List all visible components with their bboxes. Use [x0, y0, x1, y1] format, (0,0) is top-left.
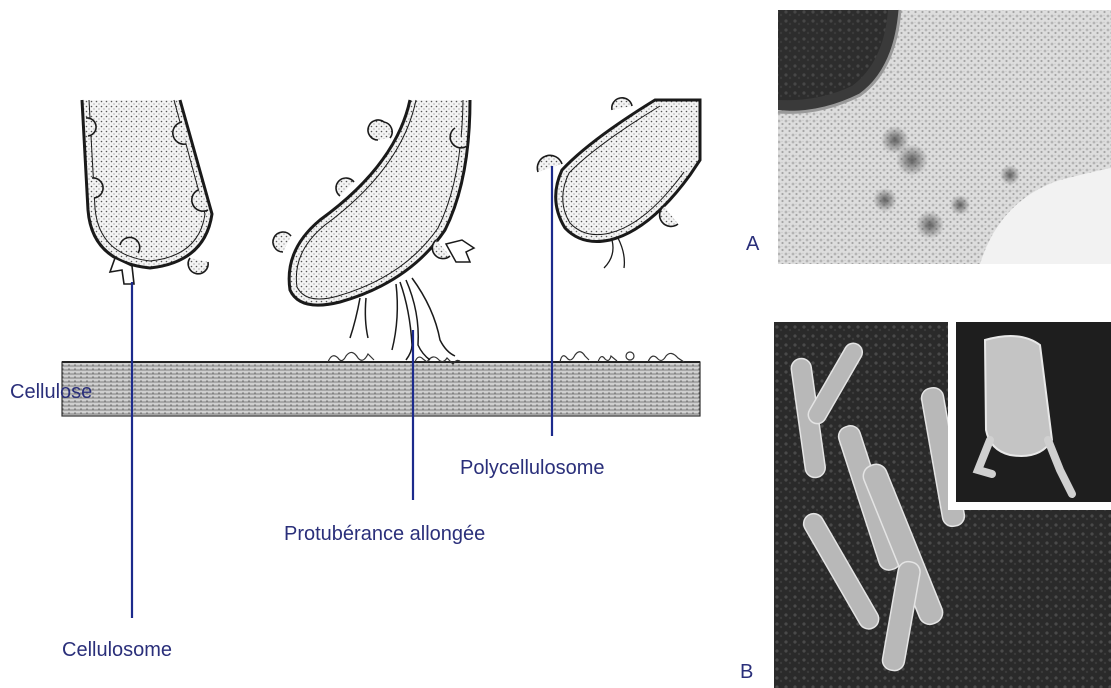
schematic-drawing: Cellulose Cellulosome Protubérance allon… [10, 98, 700, 661]
panel-a-label: A [746, 233, 760, 255]
cellulose-label: Cellulose [10, 381, 92, 403]
protuberance-label: Protubérance allongée [284, 523, 485, 545]
cellulosome-label: Cellulosome [62, 639, 172, 661]
polycellulosome-fibrils [604, 238, 624, 268]
bacterium-middle [273, 100, 474, 360]
sem-inset [948, 322, 1111, 510]
micrograph-panel-a: A [746, 10, 1111, 264]
polycellulosome-label: Polycellulosome [460, 457, 605, 479]
bacterium-left [82, 100, 212, 284]
cellulose-substrate [62, 362, 700, 416]
micrograph-panel-b: B [740, 322, 1111, 688]
bacterium-right [537, 98, 700, 268]
panel-b-label: B [740, 661, 753, 683]
